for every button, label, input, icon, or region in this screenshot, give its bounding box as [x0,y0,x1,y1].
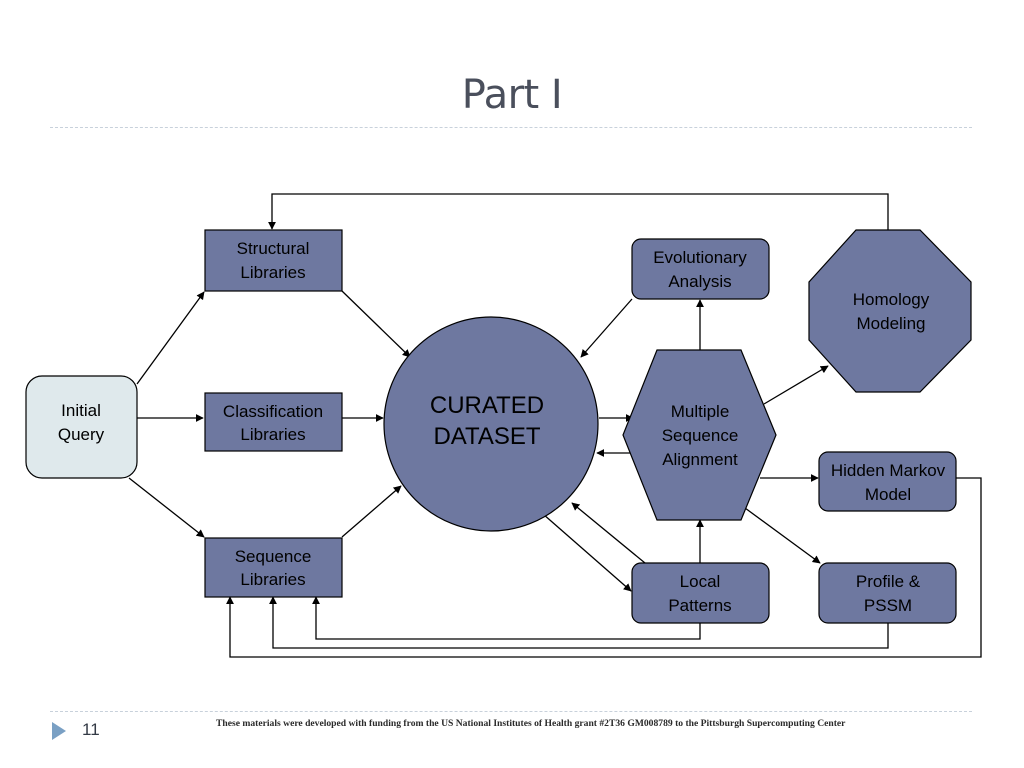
svg-text:Profile &: Profile & [856,572,921,591]
edge-query-sequence [128,477,205,538]
svg-text:Structural: Structural [237,239,310,258]
svg-text:Initial: Initial [61,401,101,420]
node-profile-pssm: Profile & PSSM [818,562,957,624]
slide-title: Part I [461,72,563,118]
edge-sequence-curated [341,485,402,538]
node-multiple-sequence-alignment: Multiple Sequence Alignment [622,349,777,521]
node-curated-dataset: CURATED DATASET [383,316,599,532]
edge-curated-local [542,513,632,592]
svg-text:Classification: Classification [223,402,323,421]
svg-text:PSSM: PSSM [864,596,912,615]
edge-msa-homology [763,365,829,405]
edge-evolutionary-curated [580,298,633,358]
svg-text:Alignment: Alignment [662,450,738,469]
svg-text:Homology: Homology [853,290,930,309]
edge-local-sequence [312,596,701,640]
svg-text:Libraries: Libraries [240,570,305,589]
svg-text:Local: Local [680,572,721,591]
node-classification-libraries: Classification Libraries [204,392,343,452]
svg-text:Libraries: Libraries [240,263,305,282]
slide-number: 11 [82,720,100,739]
edge-profile-sequence [269,596,889,649]
node-hidden-markov-model: Hidden Markov Model [818,451,957,512]
svg-text:Query: Query [58,425,105,444]
footer-divider [50,711,972,712]
edge-homology-structural [268,193,889,230]
svg-text:Libraries: Libraries [240,425,305,444]
svg-text:Patterns: Patterns [668,596,731,615]
edge-structural-curated [341,290,411,358]
svg-text:Modeling: Modeling [857,314,926,333]
svg-text:DATASET: DATASET [433,423,540,450]
svg-text:Analysis: Analysis [668,272,731,291]
svg-text:Evolutionary: Evolutionary [653,248,747,267]
svg-text:CURATED: CURATED [430,392,544,419]
node-structural-libraries: Structural Libraries [204,229,343,292]
svg-text:Sequence: Sequence [662,426,739,445]
diagram-edges [128,193,982,658]
node-initial-query: Initial Query [25,375,138,479]
edge-local-curated [571,502,646,564]
svg-text:Model: Model [865,485,911,504]
node-evolutionary-analysis: Evolutionary Analysis [631,238,770,300]
bullet-triangle-icon [52,722,66,740]
node-homology-modeling: Homology Modeling [808,229,972,393]
funding-footer: These materials were developed with fund… [216,718,846,729]
svg-text:Hidden Markov: Hidden Markov [831,461,946,480]
title-divider [50,127,972,128]
node-local-patterns: Local Patterns [631,562,770,624]
edge-query-structural [136,291,205,385]
svg-text:Multiple: Multiple [671,402,730,421]
svg-text:Sequence: Sequence [235,547,312,566]
edge-hmm-sequence [226,477,982,658]
node-sequence-libraries: Sequence Libraries [204,537,343,598]
edge-msa-profile [744,507,821,564]
